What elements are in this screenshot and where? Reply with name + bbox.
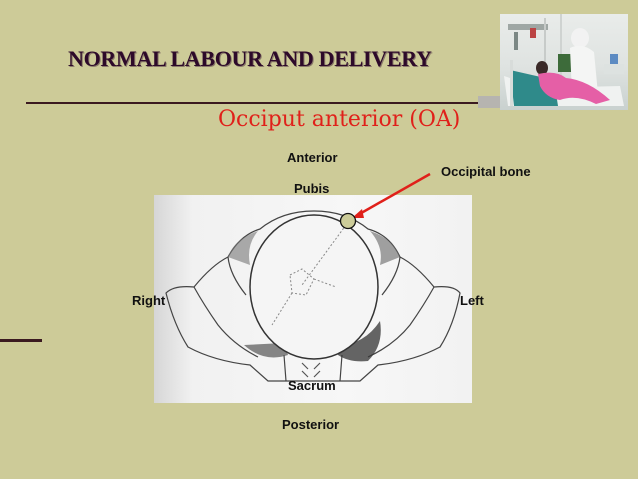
hospital-photo [500,14,628,110]
hospital-scene-image [504,14,624,106]
subtitle: Occiput anterior (OA) [218,107,461,132]
label-sacrum: Sacrum [288,378,336,393]
slide-title: NORMAL LABOUR AND DELIVERY [68,46,432,71]
title-divider [26,102,478,104]
label-right: Right [132,293,166,308]
divider-accent-block [478,96,500,108]
pelvis-diagram [154,195,472,403]
pelvis-illustration [165,210,461,382]
side-accent-rule [0,339,42,342]
label-posterior: Posterior [282,417,340,432]
label-anterior: Anterior [287,150,338,165]
label-occipital-bone: Occipital bone [441,164,531,179]
label-pubis: Pubis [294,181,330,196]
label-left: Left [460,293,484,308]
